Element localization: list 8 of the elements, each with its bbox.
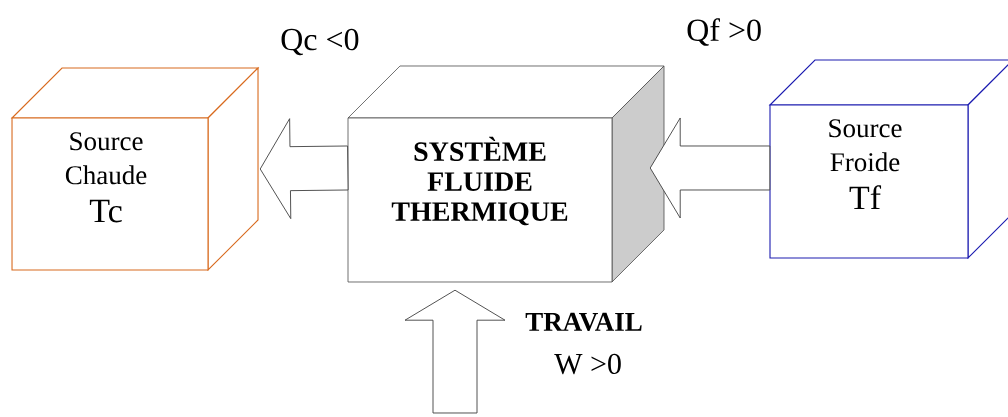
block-arrow bbox=[649, 117, 771, 219]
edge-label: TRAVAIL bbox=[525, 312, 642, 332]
block-arrow bbox=[404, 289, 506, 414]
cube-drawing: SYSTÈME FLUIDE THERMIQUE bbox=[347, 65, 665, 283]
edge-label: Qf >0 bbox=[687, 18, 761, 46]
block-arrow bbox=[259, 118, 349, 220]
formula-label: W >0 bbox=[554, 353, 621, 375]
edge-label: Qc <0 bbox=[281, 28, 359, 56]
